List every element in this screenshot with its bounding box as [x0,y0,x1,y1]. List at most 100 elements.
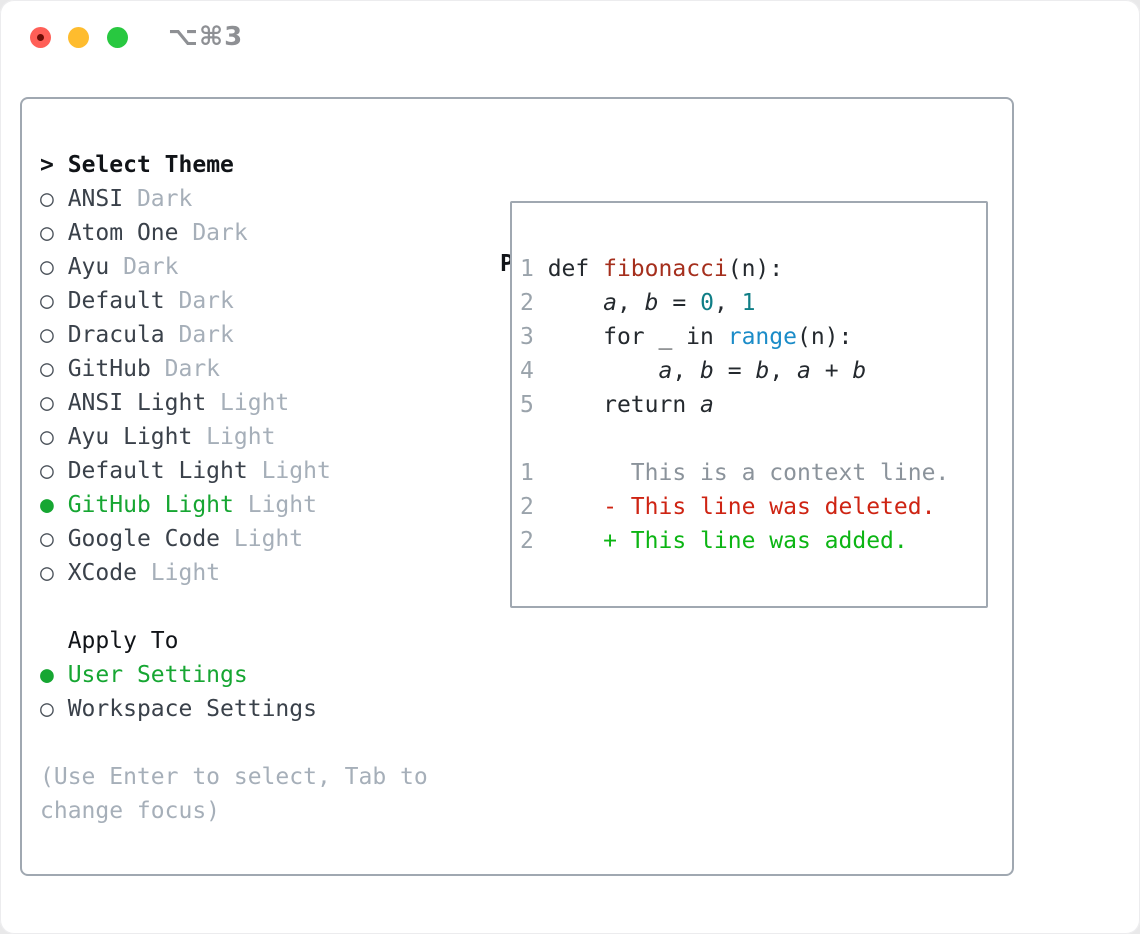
code-token [534,528,603,554]
code-line: 2 + This line was added. [520,524,986,558]
code-token [534,494,603,520]
radio-selected-icon: ● [40,492,68,518]
theme-variant-tag: Light [136,560,221,586]
code-token: b [852,358,867,384]
code-token: a [658,358,673,384]
code-token: b [755,358,770,384]
code-token: + [810,358,853,384]
code-token [534,290,603,316]
code-token: + This line was added. [603,528,908,554]
theme-item-default-light[interactable]: ○ Default Light Light [40,454,428,488]
radio-icon: ○ [40,458,68,484]
theme-item-ayu-light[interactable]: ○ Ayu Light Light [40,420,428,454]
theme-name: GitHub Light [67,492,234,518]
theme-variant-tag: Light [192,424,276,450]
theme-name: Dracula [67,322,165,348]
code-token: for _ in [533,324,728,350]
radio-icon: ○ [40,424,68,450]
code-token: range [727,324,797,350]
apply-option-workspace-settings[interactable]: ○ Workspace Settings [40,692,428,726]
theme-item-xcode[interactable]: ○ XCode Light [40,556,428,590]
theme-item-ansi-light[interactable]: ○ ANSI Light Light [40,386,428,420]
code-token: 2 [520,494,534,520]
code-line: 1 This is a context line. [520,456,986,490]
code-token: 4 [520,358,534,384]
apply-option-user-settings[interactable]: ● User Settings [40,658,428,692]
theme-variant-tag: Light [247,458,331,484]
code-token: , [672,358,701,384]
minimize-button[interactable] [68,27,89,48]
theme-name: Default Light [67,458,248,484]
code-token: 1 [520,256,534,282]
code-token: , [713,290,742,316]
code-line: 2 - This line was deleted. [520,490,986,524]
theme-variant-tag: Dark [164,322,234,348]
radio-icon: ○ [40,696,68,722]
theme-name: ANSI [67,186,124,212]
theme-name: GitHub [67,356,151,382]
apply-option-label: User Settings [67,662,248,688]
code-token: a [700,392,714,418]
radio-selected-icon: ● [40,662,68,688]
code-token: = [713,358,756,384]
theme-item-default[interactable]: ○ Default Dark [40,284,428,318]
code-token: 5 [520,392,534,418]
theme-variant-tag: Dark [178,220,248,246]
spacer [40,590,428,624]
code-token: This is a context line. [630,460,950,486]
theme-item-atom-one[interactable]: ○ Atom One Dark [40,216,428,250]
theme-selector: > Select Theme ○ ANSI Dark○ Atom One Dar… [40,148,428,828]
select-theme-title: Select Theme [67,152,234,178]
code-token: 2 [520,528,534,554]
code-line: 1 def fibonacci(n): [520,252,986,286]
window-title: ⌥⌘3 [168,22,244,52]
theme-item-github-light[interactable]: ● GitHub Light Light [40,488,428,522]
code-token: , [769,358,798,384]
theme-name: Default [67,288,165,314]
zoom-button[interactable] [107,27,128,48]
code-token: def [533,256,604,282]
code-token: a [603,290,617,316]
code-token: - This line was deleted. [603,494,936,520]
theme-name: Ayu [67,254,110,280]
code-token: b [700,358,714,384]
theme-variant-tag: Light [206,390,290,416]
theme-item-dracula[interactable]: ○ Dracula Dark [40,318,428,352]
apply-to-label: Apply To [67,628,179,654]
code-token [534,460,631,486]
help-text-line2: change focus) [40,798,221,824]
main-panel: > Select Theme ○ ANSI Dark○ Atom One Dar… [20,97,1014,876]
code-token: (n): [727,256,784,282]
theme-item-github[interactable]: ○ GitHub Dark [40,352,428,386]
theme-variant-tag: Dark [123,186,193,212]
theme-item-google-code[interactable]: ○ Google Code Light [40,522,428,556]
radio-icon: ○ [40,322,68,348]
theme-name: Atom One [67,220,179,246]
code-token: 1 [520,460,534,486]
theme-list: ○ ANSI Dark○ Atom One Dark○ Ayu Dark○ De… [40,182,428,590]
close-button[interactable] [30,27,51,48]
apply-option-label: Workspace Settings [67,696,317,722]
radio-icon: ○ [40,526,68,552]
code-token: , [616,290,645,316]
title-bar: ⌥⌘3 [0,0,1140,72]
theme-variant-tag: Dark [164,288,234,314]
help-text-line1: (Use Enter to select, Tab to [40,764,428,790]
theme-name: Google Code [67,526,221,552]
radio-icon: ○ [40,186,68,212]
radio-icon: ○ [40,560,68,586]
code-line: 5 return a [520,388,986,422]
code-token: b [644,290,659,316]
radio-icon: ○ [40,356,68,382]
code-token [534,358,659,384]
code-line: 2 a, b = 0, 1 [520,286,986,320]
radio-icon: ○ [40,254,68,280]
code-line [520,422,986,456]
apply-to-header: Apply To [40,624,428,658]
theme-item-ayu[interactable]: ○ Ayu Dark [40,250,428,284]
radio-icon: ○ [40,220,68,246]
theme-item-ansi[interactable]: ○ ANSI Dark [40,182,428,216]
theme-variant-tag: Dark [150,356,221,382]
